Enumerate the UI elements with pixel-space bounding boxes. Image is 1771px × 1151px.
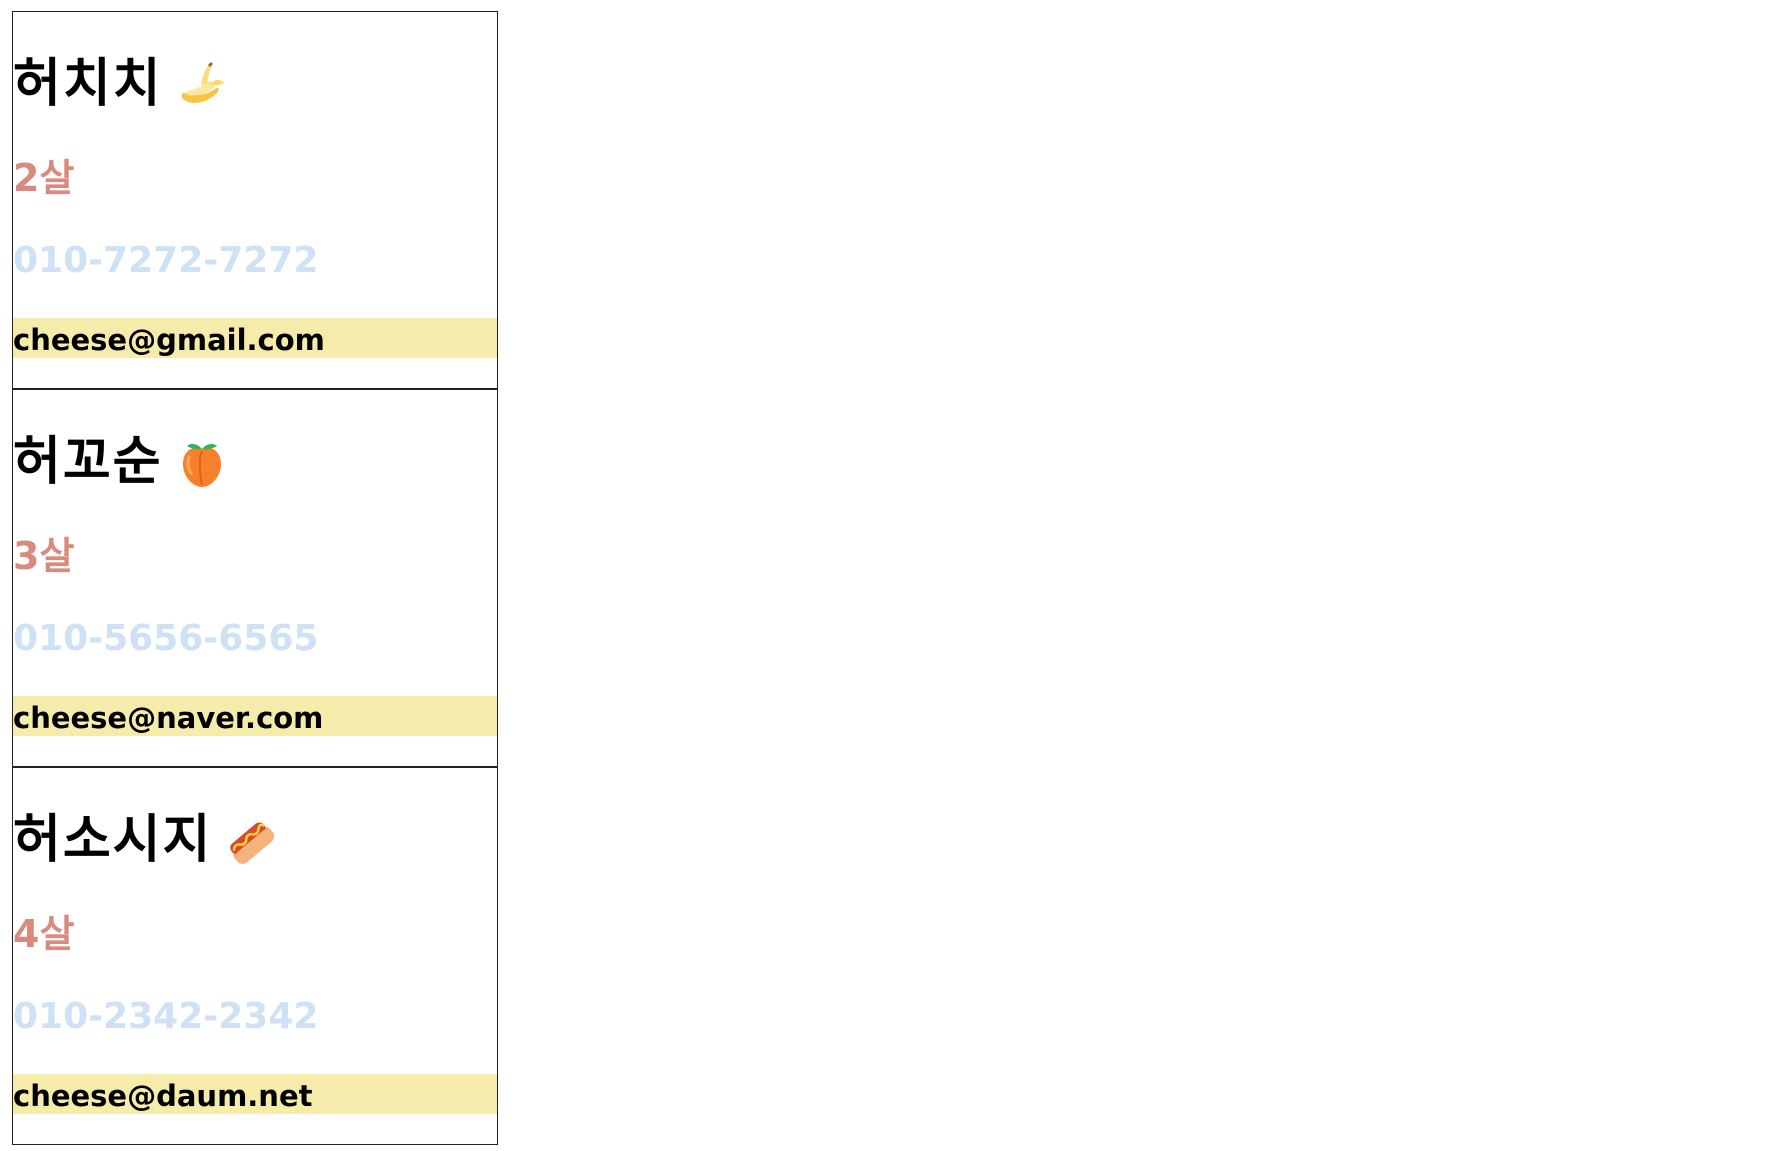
contact-email: cheese@naver.com [13, 696, 497, 736]
contact-phone: 010-5656-6565 [13, 618, 319, 659]
contact-list: 허치치 2살 010-7272-7272 cheese@gmail.com 허꼬… [12, 11, 498, 1145]
contact-card: 허치치 2살 010-7272-7272 cheese@gmail.com [12, 11, 498, 389]
contact-card: 허소시지 4살 010-2342-2342 cheese@daum.net [12, 767, 498, 1145]
contact-name: 허치치 [13, 54, 163, 114]
contact-name: 허소시지 [13, 810, 213, 870]
contact-name: 허꼬순 [13, 432, 163, 492]
hotdog-icon [224, 815, 278, 869]
contact-phone: 010-7272-7272 [13, 240, 319, 281]
contact-name-row: 허소시지 [13, 810, 278, 870]
peach-icon [175, 437, 229, 491]
contact-age: 2살 [13, 156, 75, 200]
contact-email: cheese@gmail.com [13, 318, 497, 358]
contact-name-row: 허치치 [13, 54, 229, 114]
contact-name-row: 허꼬순 [13, 432, 229, 492]
contact-email: cheese@daum.net [13, 1074, 497, 1114]
banana-icon [175, 59, 229, 113]
contact-age: 4살 [13, 912, 75, 956]
contact-phone: 010-2342-2342 [13, 996, 319, 1037]
contact-age: 3살 [13, 534, 75, 578]
contact-card: 허꼬순 3살 010-5656-6565 cheese@naver.com [12, 389, 498, 767]
